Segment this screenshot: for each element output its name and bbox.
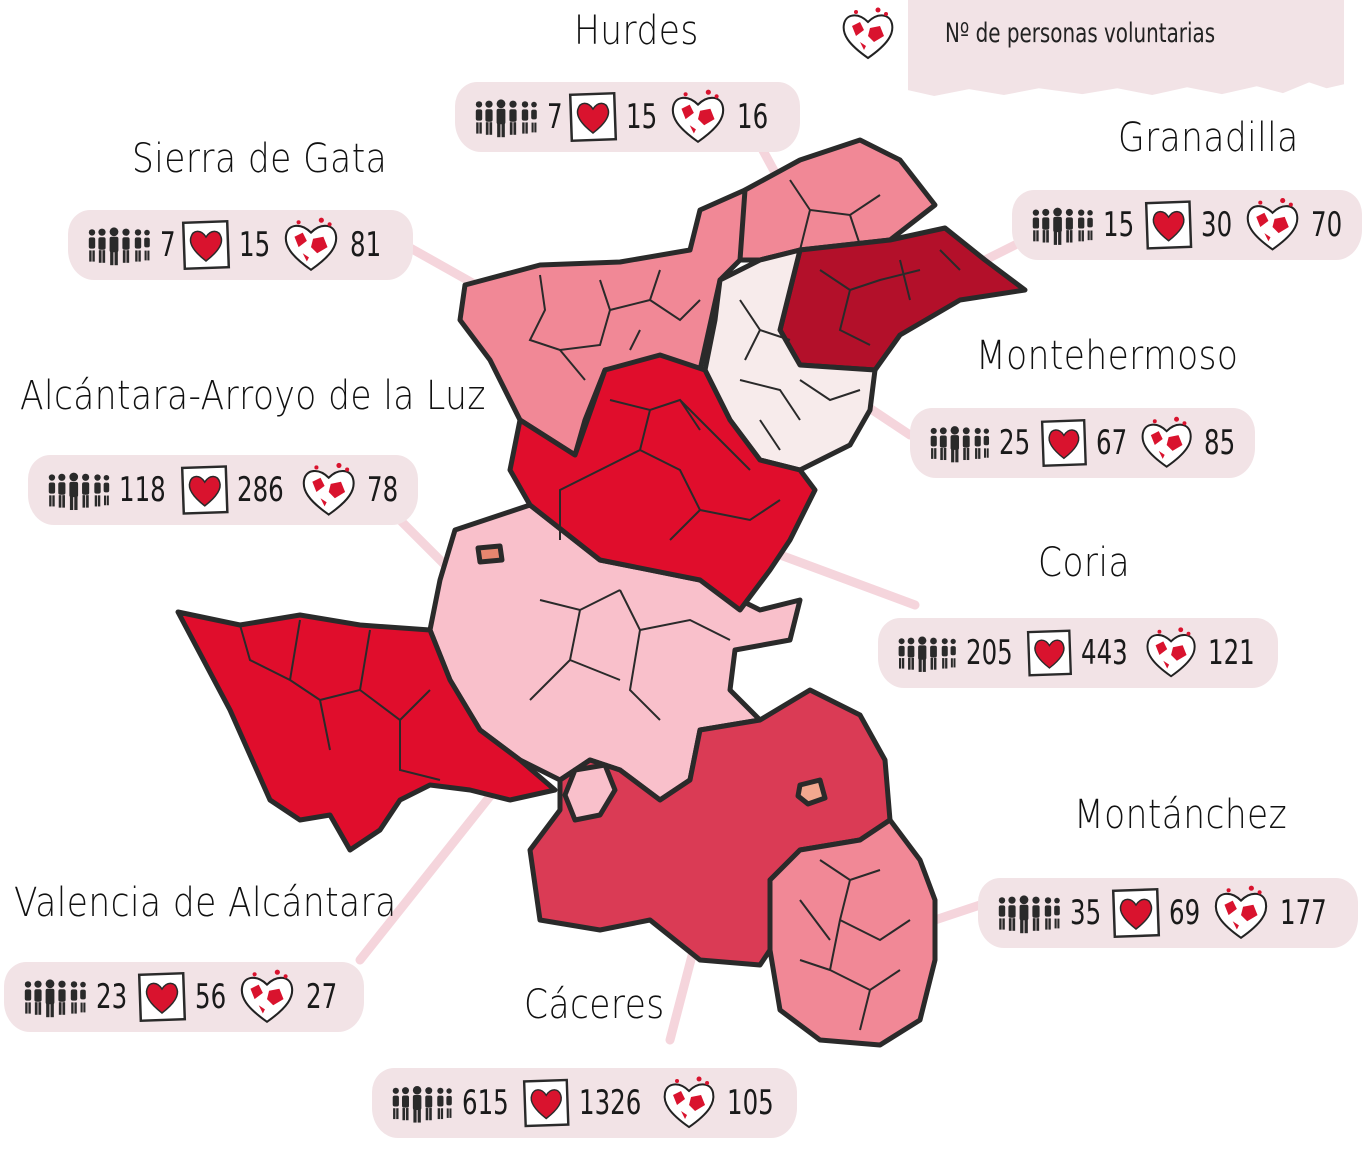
people-icon	[24, 979, 86, 1018]
stats-valencia: 23 56 27	[4, 962, 364, 1032]
heart-card-icon	[182, 219, 231, 271]
stats-caceres: 615 1326 105	[372, 1068, 797, 1138]
globe-heart-icon	[842, 7, 894, 60]
stat-people: 23	[96, 977, 128, 1017]
people-icon	[998, 895, 1060, 934]
stats-granadilla: 15 30 70	[1012, 190, 1362, 260]
stat-volunteers: 70	[1311, 205, 1343, 245]
people-icon	[88, 227, 150, 266]
stat-hearts: 67	[1095, 423, 1127, 463]
region-title-granadilla: Granadilla	[1118, 115, 1299, 161]
heart-card-icon	[180, 465, 229, 515]
heart-card-icon	[1040, 419, 1087, 467]
stat-volunteers: 85	[1204, 423, 1236, 463]
region-title-hurdes: Hurdes	[574, 8, 699, 54]
people-icon	[475, 99, 537, 138]
heart-card-icon	[137, 971, 187, 1023]
stats-sierra-de-gata: 7 15 81	[68, 210, 413, 280]
region-montanchez	[767, 817, 938, 1048]
globe-heart-icon	[663, 1076, 714, 1129]
stat-hearts: 1326	[578, 1083, 642, 1123]
legend-label: Nº de personas voluntarias	[945, 18, 1216, 49]
stat-people: 15	[1102, 205, 1135, 245]
stat-volunteers: 177	[1279, 893, 1327, 933]
legend-box	[908, 0, 1344, 97]
stats-montehermoso: 25 67 85	[910, 408, 1255, 478]
stat-hearts: 286	[237, 470, 284, 510]
stat-hearts: 56	[194, 977, 227, 1017]
people-icon	[392, 1085, 452, 1123]
stat-people: 35	[1070, 893, 1102, 933]
stats-coria: 205 443 121	[878, 618, 1278, 688]
people-icon	[48, 472, 110, 511]
globe-heart-icon	[1145, 627, 1196, 678]
people-icon	[898, 636, 956, 672]
people-icon	[1032, 207, 1093, 245]
globe-heart-icon	[672, 89, 725, 144]
globe-heart-icon	[1214, 885, 1268, 940]
globe-heart-icon	[302, 462, 355, 516]
globe-heart-icon	[1141, 416, 1192, 468]
region-hurdes	[737, 137, 938, 263]
stats-alcantara-arroyo: 118 286 78	[28, 455, 418, 525]
stat-volunteers: 105	[726, 1083, 774, 1123]
region-title-alcantara-arroyo: Alcántara-Arroyo de la Luz	[20, 373, 486, 419]
stat-hearts: 15	[626, 97, 658, 137]
region-coria	[507, 352, 818, 613]
heart-card-icon	[1144, 200, 1193, 250]
heart-card-icon	[523, 1078, 570, 1128]
stats-hurdes: 7 15 16	[455, 82, 800, 152]
globe-heart-icon	[1246, 198, 1299, 251]
stat-hearts: 443	[1081, 633, 1128, 673]
municipal-boundaries	[239, 179, 961, 1031]
globe-heart-icon	[285, 217, 338, 272]
stat-hearts: 69	[1168, 893, 1201, 933]
stat-people: 118	[119, 470, 167, 510]
stat-people: 205	[965, 633, 1013, 673]
region-sierra-de-gata	[457, 187, 763, 458]
enclave-north	[475, 543, 505, 565]
people-icon	[930, 426, 990, 463]
stat-volunteers: 16	[737, 97, 769, 137]
stat-hearts: 30	[1201, 205, 1233, 245]
heart-card-icon	[569, 91, 618, 143]
stats-montanchez: 35 69 177	[978, 878, 1358, 948]
stat-hearts: 15	[239, 225, 271, 265]
stat-people: 7	[160, 225, 176, 265]
region-title-caceres: Cáceres	[524, 982, 665, 1028]
globe-heart-icon	[240, 969, 294, 1024]
region-title-coria: Coria	[1038, 540, 1131, 586]
region-title-sierra-de-gata: Sierra de Gata	[132, 136, 388, 182]
stat-volunteers: 27	[305, 977, 337, 1017]
region-title-montehermoso: Montehermoso	[976, 333, 1239, 379]
stat-volunteers: 121	[1207, 633, 1255, 673]
region-title-valencia: Valencia de Alcántara	[14, 880, 397, 926]
stat-people: 615	[461, 1083, 509, 1123]
stat-volunteers: 78	[367, 470, 399, 510]
stat-volunteers: 81	[350, 225, 382, 265]
enclave-island	[562, 762, 618, 823]
stat-people: 7	[547, 97, 563, 137]
heart-card-icon	[1027, 629, 1073, 677]
stat-people: 25	[999, 423, 1031, 463]
enclave-caceres	[795, 777, 828, 807]
heart-card-icon	[1111, 887, 1161, 939]
region-title-montanchez: Montánchez	[1074, 792, 1288, 838]
